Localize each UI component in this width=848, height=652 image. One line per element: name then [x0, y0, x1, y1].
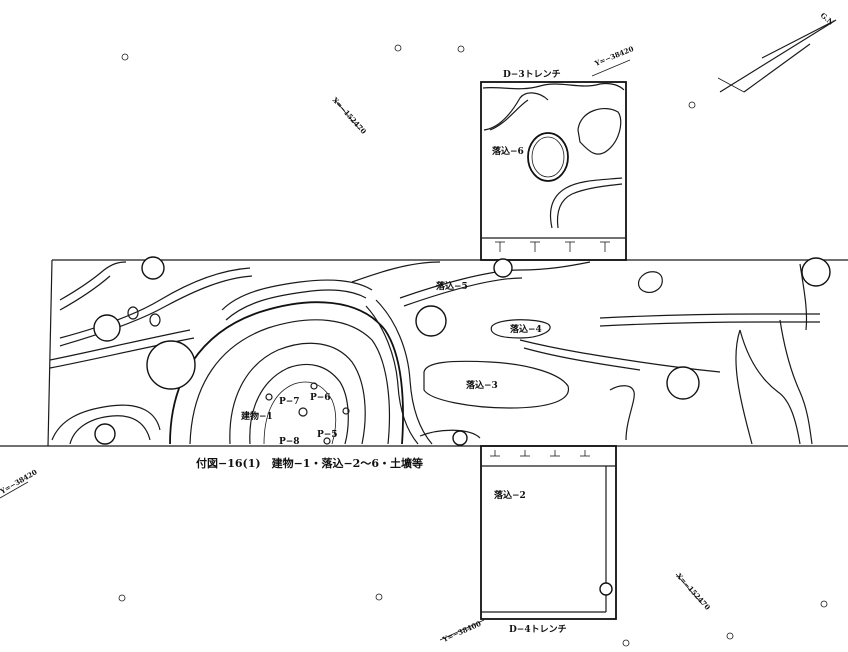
grid-label-y-left: Y=−38420 [0, 467, 39, 496]
d3-trench-box [480, 81, 627, 261]
main-trench [0, 259, 848, 447]
pit-6-label: P−6 [310, 393, 331, 403]
grid-label-y-bottom: Y=−38400 [440, 619, 482, 644]
otoshikomi-6-label: 落込−6 [492, 145, 524, 157]
grid-label-x-bottom: X=−152470 [675, 571, 713, 612]
pit-7-label: P−7 [279, 397, 300, 407]
north-arrow-label: G.N [819, 11, 836, 28]
grid-label-y-top: Y=−38420 [592, 44, 635, 68]
figure-caption: 付図−16(1) 建物−1・落込−2〜6・土壙等 [196, 456, 423, 470]
building-1-outline [169, 301, 404, 445]
otoshikomi-3-label: 落込−3 [466, 379, 498, 391]
building-1-label: 建物−1 [241, 410, 273, 422]
otoshikomi-5-label: 落込−5 [436, 280, 468, 292]
pit-5-label: P−5 [317, 430, 338, 440]
d4-trench-label: D−4トレンチ [509, 624, 567, 635]
d4-trench-box [480, 445, 617, 620]
d3-trench-label: D−3トレンチ [503, 69, 561, 80]
grid-point-markers [118, 44, 828, 647]
north-arrow [717, 19, 837, 93]
pit-8-label: P−8 [279, 437, 300, 447]
eastern-features [351, 257, 831, 446]
grid-label-x-top: X=−152470 [331, 95, 369, 136]
western-features [49, 256, 373, 445]
otoshikomi-4-label: 落込−4 [510, 323, 542, 335]
otoshikomi-2-label: 落込−2 [494, 489, 526, 501]
grid-reference-lines [0, 59, 703, 641]
